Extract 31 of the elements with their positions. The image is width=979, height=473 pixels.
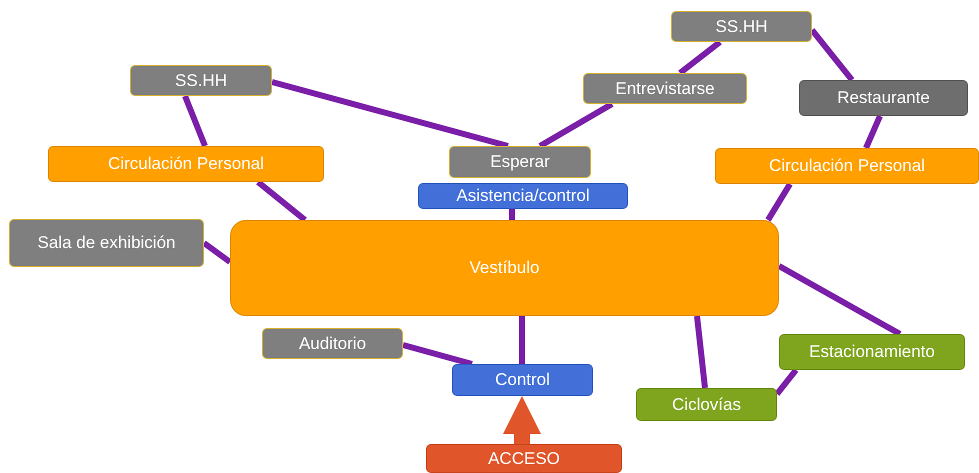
label-box: Circulación Personal — [48, 146, 324, 182]
label-box: Ciclovías — [636, 388, 777, 421]
connector-line — [810, 28, 854, 82]
connector-line — [778, 263, 902, 337]
connector-line — [271, 79, 509, 149]
connector-line — [256, 180, 307, 222]
label-box: Auditorio — [262, 328, 403, 359]
arrow — [503, 396, 541, 444]
label-box: Estacionamiento — [779, 334, 965, 370]
connector-line — [182, 94, 208, 148]
connector-line — [509, 209, 515, 220]
label-box: Control — [452, 364, 593, 396]
label-box: Restaurante — [799, 80, 968, 116]
label-box: Asistencia/control — [418, 183, 628, 209]
label-box: Circulación Personal — [715, 148, 979, 184]
hub-box: Vestíbulo — [230, 220, 779, 316]
label-box: SS.HH — [671, 11, 812, 42]
connector-line — [774, 368, 798, 396]
connector-line — [202, 240, 232, 264]
connector-line — [519, 316, 525, 364]
connector-line — [694, 316, 708, 388]
label-box: Sala de exhibición — [9, 219, 204, 267]
label-box: Entrevistarse — [583, 73, 747, 104]
label-box: SS.HH — [130, 65, 272, 96]
connector-line — [678, 40, 722, 76]
label-box: ACCESO — [426, 444, 622, 473]
label-box: Esperar — [449, 146, 591, 178]
connector-line — [765, 182, 793, 222]
connector-line — [538, 101, 614, 149]
connector-line — [863, 114, 883, 150]
connector-line — [402, 342, 473, 367]
